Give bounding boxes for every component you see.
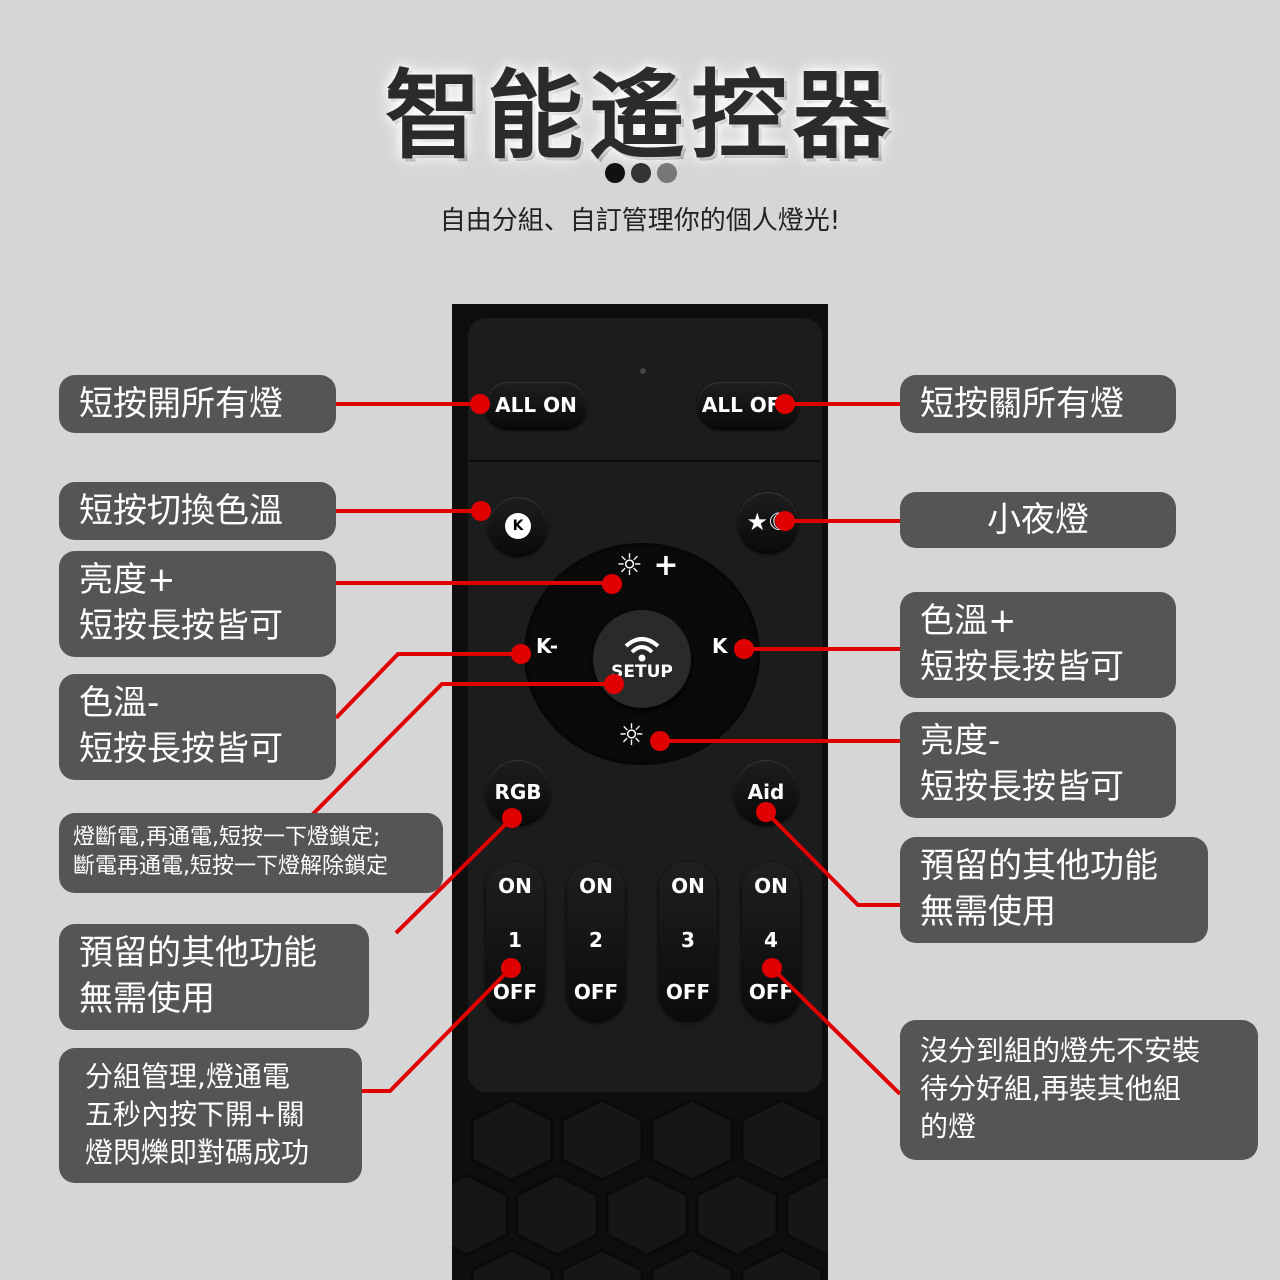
color-temp-plus-icon[interactable]: K: [712, 634, 728, 658]
page-title: 智能遙控器: [385, 59, 895, 172]
leader-setup: [308, 682, 614, 819]
zone-2-button[interactable]: ON 2 OFF: [567, 862, 625, 1020]
callout-color-temp-plus-line2: 短按長按皆可: [920, 647, 1124, 687]
leader-zone-1: [362, 966, 513, 1093]
callout-ungrouped-line3: 的燈: [920, 1110, 977, 1143]
zone-1-number: 1: [508, 928, 522, 952]
zone-1-on[interactable]: ON: [498, 874, 532, 898]
callout-color-temp-minus-line1: 色溫-: [79, 683, 160, 723]
wifi-icon: [624, 637, 660, 662]
zone-1-button[interactable]: ON 1 OFF: [486, 862, 544, 1020]
indicator-led: [640, 368, 646, 374]
color-temp-button[interactable]: K: [489, 497, 547, 555]
callout-group-line3: 燈閃爍即對碼成功: [85, 1136, 310, 1169]
callout-rgb-line1: 預留的其他功能: [79, 933, 317, 973]
callout-setup-line1: 燈斷電,再通電,短按一下燈鎖定;: [73, 825, 381, 850]
zone-3-button[interactable]: ON 3 OFF: [659, 862, 717, 1020]
callout-aid: 預留的其他功能 無需使用: [900, 837, 1208, 943]
callout-group-line2: 五秒內按下開+關: [85, 1098, 305, 1131]
all-on-button[interactable]: ALL ON: [486, 382, 586, 428]
callout-ungrouped-line2: 待分好組,再裝其他組: [920, 1072, 1181, 1105]
endpoint-aid: [756, 802, 776, 822]
callout-ungrouped-line1: 沒分到組的燈先不安裝: [920, 1034, 1201, 1067]
leader-color-temp-minus: [334, 652, 520, 720]
callout-night-light: 小夜燈: [900, 492, 1176, 548]
callout-brightness-up-line2: 短按長按皆可: [79, 606, 283, 646]
callout-color-temp: 短按切換色溫: [59, 482, 336, 540]
leader-zone-4: [770, 966, 902, 1096]
setup-label: SETUP: [611, 662, 673, 682]
callout-color-temp-minus-line2: 短按長按皆可: [79, 729, 283, 769]
endpoint-brightness-up: [602, 574, 622, 594]
zone-4-number: 4: [764, 928, 778, 952]
callout-color-temp-plus-line1: 色溫+: [920, 601, 1017, 641]
zone-4-on[interactable]: ON: [754, 874, 788, 898]
endpoint-rgb: [502, 808, 522, 828]
page-indicator: [605, 161, 677, 185]
callout-color-temp-minus: 色溫- 短按長按皆可: [59, 674, 336, 780]
endpoint-all-on: [470, 394, 490, 414]
callout-aid-line1: 預留的其他功能: [920, 846, 1158, 886]
leader-rgb: [394, 816, 514, 935]
night-light-button[interactable]: ★☾: [738, 492, 798, 552]
brightness-up-icon[interactable]: ☼ +: [616, 548, 679, 583]
callout-rgb: 預留的其他功能 無需使用: [59, 924, 369, 1030]
callout-aid-line2: 無需使用: [920, 892, 1056, 932]
callout-group-line1: 分組管理,燈通電: [85, 1060, 290, 1093]
callout-brightness-up: 亮度+ 短按長按皆可: [59, 551, 336, 657]
callout-all-off: 短按關所有燈: [900, 375, 1176, 433]
zone-4-button[interactable]: ON 4 OFF: [742, 862, 800, 1020]
callout-brightness-up-line1: 亮度+: [79, 560, 176, 600]
callout-group: 分組管理,燈通電 五秒內按下開+關 燈閃爍即對碼成功: [59, 1048, 362, 1183]
callout-setup: 燈斷電,再通電,短按一下燈鎖定; 斷電再通電,短按一下燈解除鎖定: [59, 813, 443, 893]
endpoint-zone-4: [762, 958, 782, 978]
zone-2-on[interactable]: ON: [579, 874, 613, 898]
endpoint-night-light: [775, 511, 795, 531]
endpoint-all-off: [775, 394, 795, 414]
color-temp-icon: K: [505, 513, 531, 539]
remote-divider: [470, 460, 820, 462]
leader-aid: [764, 810, 900, 907]
zone-2-off[interactable]: OFF: [573, 980, 619, 1004]
endpoint-color-temp-plus: [734, 639, 754, 659]
color-temp-minus-icon[interactable]: K-: [536, 634, 559, 658]
page-subtitle: 自由分組、自訂管理你的個人燈光!: [439, 206, 841, 236]
callout-setup-line2: 斷電再通電,短按一下燈解除鎖定: [73, 854, 388, 879]
endpoint-color-temp: [471, 501, 491, 521]
callout-brightness-down-line2: 短按長按皆可: [920, 767, 1124, 807]
indicator-dot-3: [657, 163, 677, 183]
indicator-dot-1: [605, 163, 625, 183]
zone-2-number: 2: [589, 928, 603, 952]
indicator-dot-2: [631, 163, 651, 183]
callout-brightness-down-line1: 亮度-: [920, 721, 1001, 761]
callout-ungrouped: 沒分到組的燈先不安裝 待分好組,再裝其他組 的燈: [900, 1020, 1258, 1160]
zone-3-on[interactable]: ON: [671, 874, 705, 898]
endpoint-color-temp-minus: [511, 644, 531, 664]
callout-all-on: 短按開所有燈: [59, 375, 336, 433]
callout-brightness-down: 亮度- 短按長按皆可: [900, 712, 1176, 818]
hex-texture: [452, 1100, 828, 1280]
zone-3-number: 3: [681, 928, 695, 952]
endpoint-setup: [604, 674, 624, 694]
zone-3-off[interactable]: OFF: [665, 980, 711, 1004]
zone-1-off[interactable]: OFF: [492, 980, 538, 1004]
callout-color-temp-plus: 色溫+ 短按長按皆可: [900, 592, 1176, 698]
callout-rgb-line2: 無需使用: [79, 979, 215, 1019]
endpoint-zone-1: [501, 958, 521, 978]
brightness-down-icon[interactable]: ☼: [618, 718, 645, 753]
endpoint-brightness-down: [650, 731, 670, 751]
